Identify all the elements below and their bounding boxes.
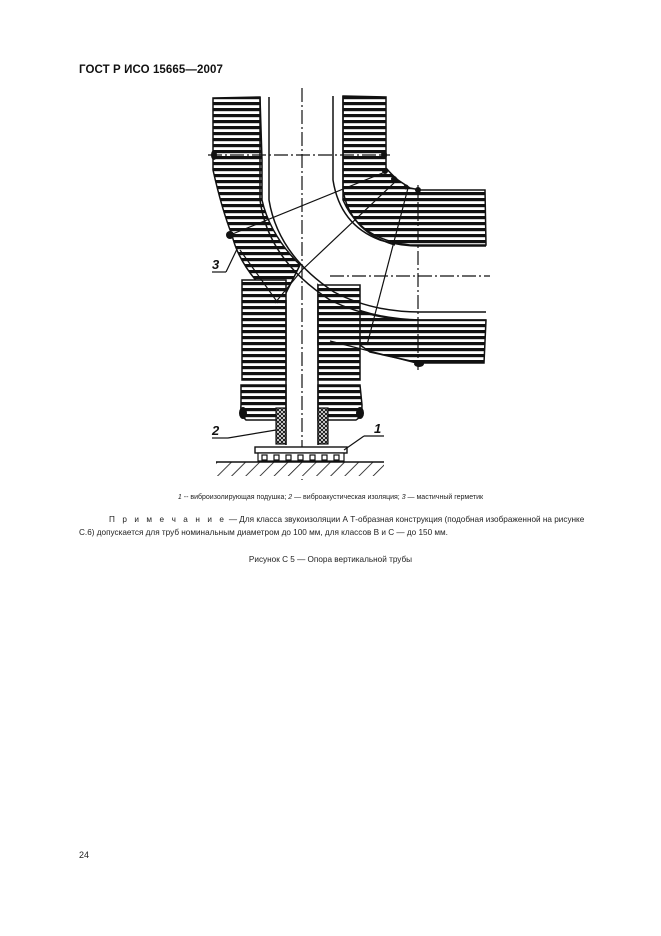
construction-lines	[229, 171, 421, 365]
ground-floor	[216, 461, 384, 476]
standard-title: ГОСТ Р ИСО 15665—2007	[79, 64, 224, 76]
callout-1: 1	[374, 421, 381, 436]
callout-3: 3	[212, 257, 220, 272]
pipe-support-drawing: 3 2 1	[208, 88, 490, 480]
vibroacoustic-insulation	[275, 407, 329, 445]
elbow-insulation	[212, 95, 487, 421]
note-text: — Для класса звукоизоляции А Т-образная …	[79, 515, 585, 537]
center-lines	[208, 88, 490, 480]
legend-text-3: — мастичный герметик	[405, 494, 484, 501]
legend-number-2: 2	[288, 494, 293, 501]
callout-2: 2	[211, 423, 220, 438]
legend-text-2: — виброакустическая изоляция;	[292, 494, 402, 501]
legend-number-1: 1	[177, 494, 182, 501]
page-number: 24	[79, 850, 90, 860]
figure-caption: Рисунок С 5 — Опора вертикальной трубы	[248, 555, 413, 564]
vibration-pad	[254, 446, 348, 462]
pipe-outline	[259, 96, 486, 445]
note-label: П р и м е ч а н и е	[109, 515, 227, 524]
legend-number-3: 3	[401, 494, 406, 501]
note-paragraph: П р и м е ч а н и е — Для класса звукоиз…	[79, 513, 599, 539]
legend-text-1: -- виброизолирующая подушка;	[181, 494, 289, 501]
sealant-points	[211, 150, 424, 419]
figure-legend: 1 -- виброизолирующая подушка; 2 — вибро…	[0, 494, 661, 501]
callout-leaders	[212, 246, 384, 451]
